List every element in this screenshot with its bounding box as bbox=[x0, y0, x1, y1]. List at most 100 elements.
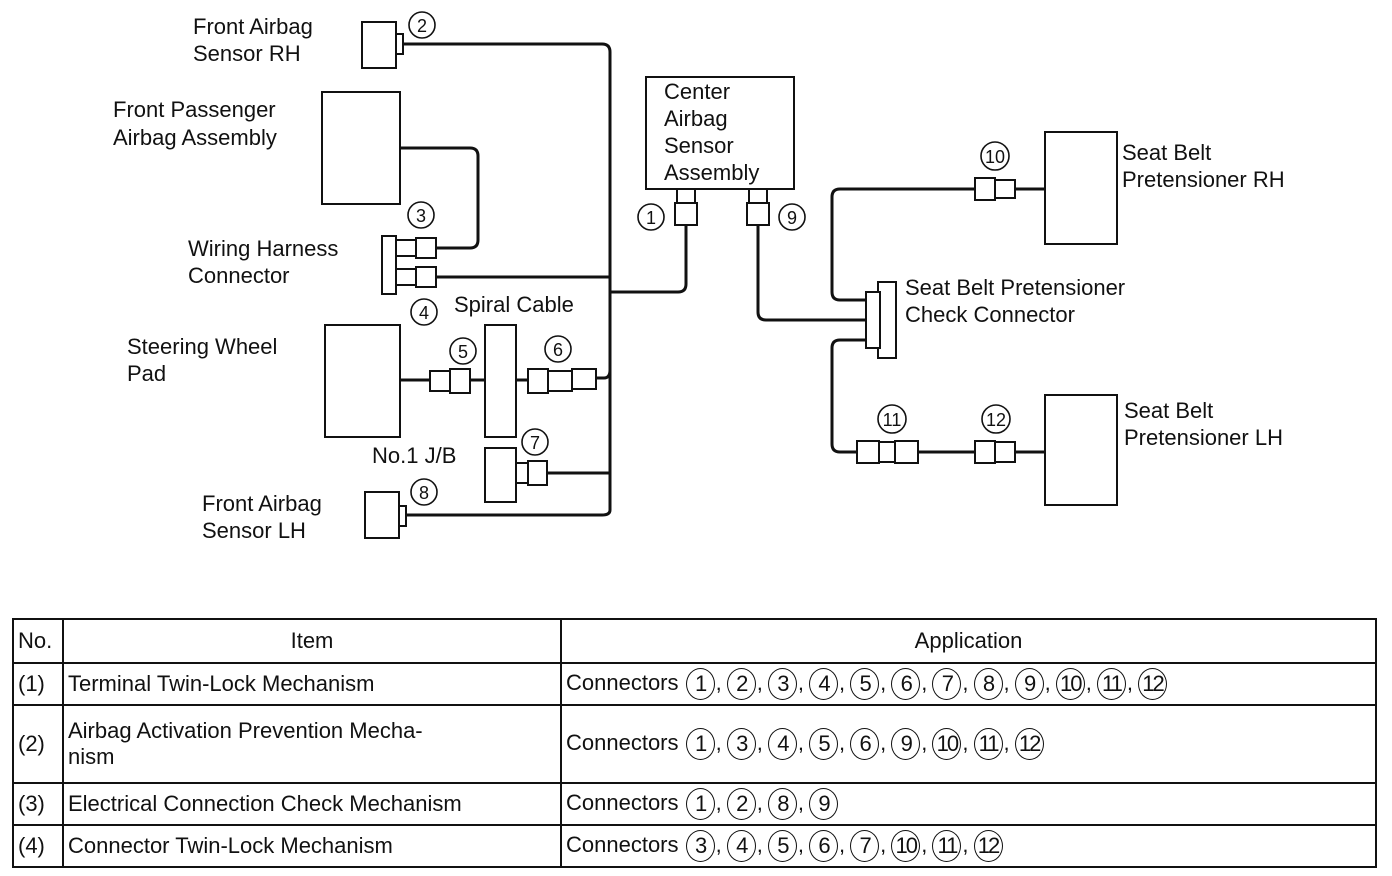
separator: , bbox=[1044, 669, 1051, 695]
svg-text:1: 1 bbox=[646, 208, 656, 228]
connector-callout-2: 2 bbox=[408, 11, 436, 39]
separator: , bbox=[797, 669, 805, 695]
connector-number-badge: 8 bbox=[973, 668, 1003, 700]
connectors-label: Connectors bbox=[566, 789, 679, 815]
svg-text:3: 3 bbox=[416, 206, 426, 226]
label-center-airbag-sensor: Center bbox=[664, 79, 730, 104]
separator: , bbox=[839, 729, 846, 755]
svg-text:12: 12 bbox=[986, 410, 1006, 430]
separator: , bbox=[715, 831, 722, 857]
separator: , bbox=[921, 831, 928, 857]
connector-number-badge: 9 bbox=[1014, 668, 1044, 700]
separator: , bbox=[921, 729, 928, 755]
connector-1-thread bbox=[674, 202, 698, 226]
connector-number-badge: 3 bbox=[726, 728, 756, 760]
harness-lower-plug bbox=[395, 268, 417, 286]
separator: , bbox=[1085, 669, 1092, 695]
label-steering-wheel-pad-2: Pad bbox=[127, 361, 166, 386]
table-row: (2)Airbag Activation Prevention Mecha-ni… bbox=[12, 704, 1377, 784]
connector-9-thread bbox=[746, 202, 770, 226]
label-seat-belt-pretensioner-rh-2: Pretensioner RH bbox=[1122, 167, 1285, 192]
table-header-row: No. Item Application bbox=[12, 618, 1377, 664]
row-number: (3) bbox=[12, 782, 64, 826]
row-item-text: Terminal Twin-Lock Mechanism bbox=[68, 671, 375, 696]
row-item-text: Connector Twin-Lock Mechanism bbox=[68, 833, 393, 858]
table-row: (4)Connector Twin-Lock Mechanism Connecto… bbox=[12, 824, 1377, 868]
svg-text:8: 8 bbox=[419, 483, 429, 503]
steering-wheel-pad-box bbox=[324, 324, 401, 438]
connectors-label: Connectors bbox=[566, 729, 679, 755]
connector-number-badge: 10 bbox=[1055, 668, 1085, 700]
svg-text:6: 6 bbox=[553, 340, 563, 360]
wiring bbox=[400, 42, 1045, 517]
label-front-passenger-airbag: Front Passenger bbox=[113, 97, 276, 122]
front-airbag-sensor-lh-box bbox=[364, 491, 400, 539]
separator: , bbox=[756, 669, 763, 695]
header-application: Application bbox=[560, 618, 1377, 664]
harness-lower-thread bbox=[415, 266, 437, 288]
connector-number-badge: 3 bbox=[767, 668, 797, 700]
separator: , bbox=[715, 729, 722, 755]
connector-callout-7: 7 bbox=[521, 428, 549, 456]
connector-9-plug bbox=[748, 188, 768, 204]
separator: , bbox=[962, 669, 969, 695]
connectors-label: Connectors bbox=[566, 831, 679, 857]
header-item: Item bbox=[62, 618, 562, 664]
spiral-cable-box bbox=[484, 324, 517, 438]
svg-text:2: 2 bbox=[417, 16, 427, 36]
label-seat-belt-pretensioner-rh: Seat Belt bbox=[1122, 140, 1211, 165]
connector-number-badge: 1 bbox=[685, 788, 715, 820]
separator: , bbox=[921, 669, 928, 695]
connector-number-badge: 5 bbox=[850, 668, 880, 700]
connector-callout-6: 6 bbox=[544, 335, 572, 363]
connector-number-badge: 11 bbox=[973, 728, 1003, 760]
connector-number-badge: 6 bbox=[809, 830, 839, 862]
label-front-airbag-sensor-rh: Front Airbag bbox=[193, 14, 313, 39]
separator: , bbox=[839, 669, 846, 695]
connector-callout-11: 11 bbox=[877, 404, 907, 434]
separator: , bbox=[1003, 729, 1010, 755]
label-front-passenger-airbag-2: Airbag Assembly bbox=[113, 125, 277, 150]
connector-number-badge: 6 bbox=[891, 668, 921, 700]
label-wiring-harness-connector-2: Connector bbox=[188, 263, 290, 288]
connector-number-badge: 2 bbox=[726, 788, 756, 820]
label-center-airbag-sensor-2: Airbag bbox=[664, 106, 728, 131]
junction-block-box bbox=[484, 447, 517, 503]
label-center-airbag-sensor-4: Assembly bbox=[664, 160, 759, 185]
connector-number-badge: 6 bbox=[850, 728, 880, 760]
connector-11-thread-a bbox=[856, 440, 880, 464]
connector-callout-1: 1 bbox=[637, 203, 665, 231]
connector-number-badge: 5 bbox=[809, 728, 839, 760]
wire-spiral-6 bbox=[596, 369, 612, 380]
row-application: Connectors 1,2,8,9 bbox=[560, 782, 1377, 826]
center-airbag-sensor-box bbox=[645, 76, 795, 190]
connector-number-badge: 12 bbox=[1138, 668, 1168, 700]
connector-callout-12: 12 bbox=[981, 404, 1011, 434]
connector-6-thread-a bbox=[527, 368, 549, 394]
connector-7-plug bbox=[515, 462, 529, 484]
separator: , bbox=[715, 789, 722, 815]
row-number: (4) bbox=[12, 824, 64, 868]
connector-11-thread-b bbox=[894, 440, 919, 464]
label-front-airbag-sensor-lh: Front Airbag bbox=[202, 491, 322, 516]
connector-number-badge: 12 bbox=[973, 830, 1003, 862]
row-item: Airbag Activation Prevention Mecha-nism bbox=[62, 704, 562, 784]
wire-sensor-rh bbox=[403, 42, 612, 517]
row-number: (1) bbox=[12, 662, 64, 706]
connector-callout-9: 9 bbox=[778, 203, 806, 231]
connector-number-badge: 10 bbox=[891, 830, 921, 862]
connector-5-thread bbox=[449, 368, 471, 394]
row-item-text: Electrical Connection Check Mechanism bbox=[68, 791, 462, 816]
harness-upper-plug bbox=[395, 239, 417, 257]
table-row: (3)Electrical Connection Check Mechanism… bbox=[12, 782, 1377, 826]
row-application: Connectors 3,4,5,6,7,10,11,12 bbox=[560, 824, 1377, 868]
connector-number-badge: 12 bbox=[1014, 728, 1044, 760]
separator: , bbox=[880, 669, 887, 695]
connector-6-plug bbox=[547, 370, 573, 392]
wiring-harness-connector-body bbox=[381, 235, 397, 295]
connector-number-badge: 7 bbox=[932, 668, 962, 700]
connector-number-badge: 11 bbox=[1096, 668, 1126, 700]
connector-5-plug bbox=[429, 370, 451, 392]
connector-number-badge: 9 bbox=[809, 788, 839, 820]
